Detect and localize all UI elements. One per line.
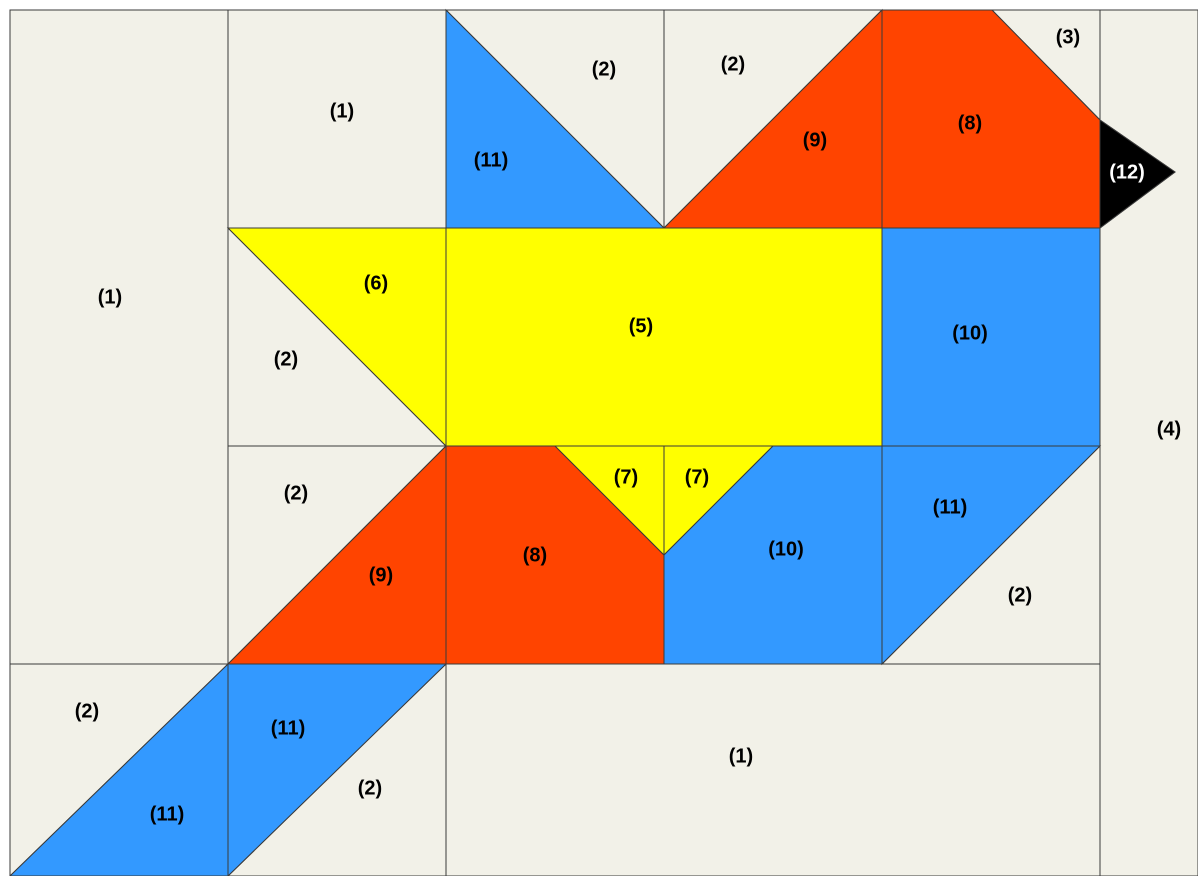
label-8-lower: (8) [523, 544, 547, 566]
label-8-top: (8) [958, 112, 982, 134]
label-1-top: (1) [330, 100, 354, 122]
piece-1-bottom [446, 664, 1100, 876]
label-2-lower-left: (2) [284, 482, 308, 504]
label-2-lower-right: (2) [1008, 584, 1032, 606]
label-3: (3) [1056, 26, 1080, 48]
label-2-bottom-left: (2) [75, 700, 99, 722]
label-11-bottom-left: (11) [150, 803, 184, 825]
label-1-left: (1) [98, 286, 122, 308]
label-6: (6) [364, 272, 388, 294]
label-9-top: (9) [803, 129, 827, 151]
label-2-top-a: (2) [592, 58, 616, 80]
piece-10-upper [882, 228, 1100, 446]
label-1-bottom: (1) [729, 745, 753, 767]
label-2-top-b: (2) [721, 53, 745, 75]
label-4: (4) [1157, 418, 1181, 440]
label-10-upper: (10) [952, 322, 988, 344]
label-11-right: (11) [933, 496, 967, 518]
label-11-top: (11) [474, 149, 508, 171]
label-12: (12) [1109, 161, 1145, 183]
label-9-lower: (9) [369, 564, 393, 586]
label-2-bottom-mid: (2) [358, 777, 382, 799]
piece-1-left [10, 10, 228, 664]
label-2-left-mid: (2) [274, 348, 298, 370]
label-7-left: (7) [614, 466, 638, 488]
label-10-lower: (10) [768, 538, 804, 560]
label-7-right: (7) [685, 466, 709, 488]
piece-5-body [446, 228, 882, 446]
label-11-bottom-mid: (11) [271, 717, 305, 739]
label-5: (5) [629, 315, 653, 337]
